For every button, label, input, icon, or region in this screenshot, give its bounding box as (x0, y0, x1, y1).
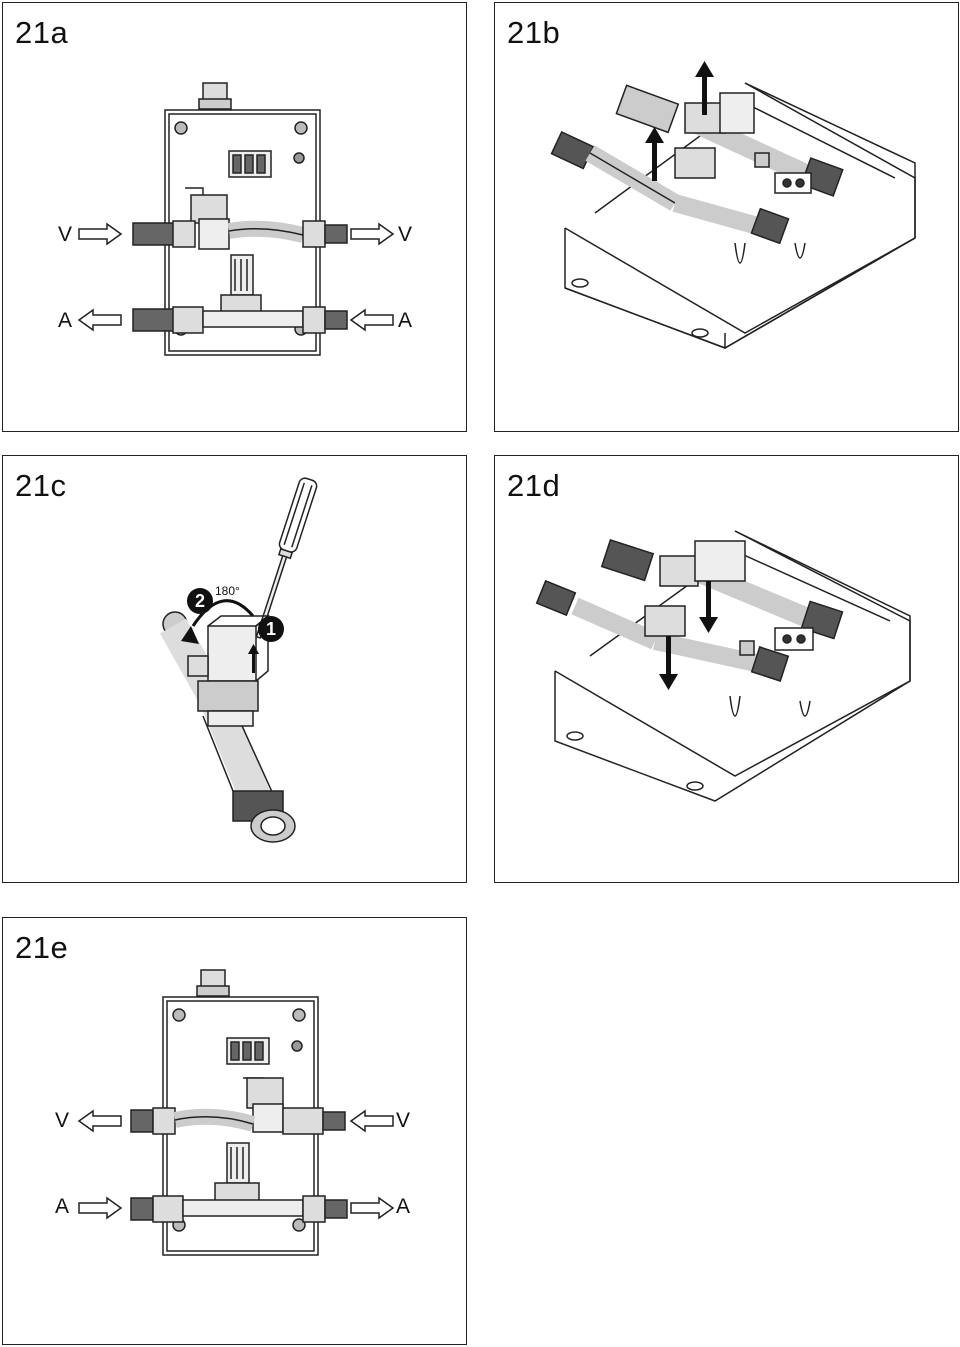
panel-title: 21c (15, 468, 67, 503)
step-1-badge: 1 (258, 616, 284, 642)
panel-title: 21e (15, 930, 69, 965)
flow-label-a-left: A (58, 309, 73, 332)
panel-21e: 21e (2, 917, 467, 1345)
valve-unit-front-drawing (77, 82, 395, 356)
flow-label-a-right: A (396, 1195, 411, 1218)
solenoid-removal-drawing (159, 477, 318, 843)
panel-21b: 21b (494, 2, 959, 432)
valve-unit-isometric-reinsert-drawing (535, 530, 911, 802)
rotation-angle-label: 180° (215, 584, 240, 598)
panel-title: 21d (507, 468, 561, 503)
step-2-badge: 2 (187, 588, 213, 614)
panel-title: 21b (507, 15, 561, 50)
flow-label-v-right: V (398, 223, 413, 246)
flow-label-v-left: V (55, 1109, 70, 1132)
valve-unit-isometric-lift-drawing (550, 61, 916, 350)
flow-label-v-right: V (396, 1109, 411, 1132)
panel-21a: 21a (2, 2, 467, 432)
panel-title: 21a (15, 15, 69, 50)
panel-21d: 21d (494, 455, 959, 883)
flow-label-a-left: A (55, 1195, 70, 1218)
flow-label-a-right: A (398, 309, 413, 332)
valve-unit-front-reversed-drawing (77, 969, 395, 1256)
panel-21c: 21c (2, 455, 467, 883)
flow-label-v-left: V (58, 223, 73, 246)
